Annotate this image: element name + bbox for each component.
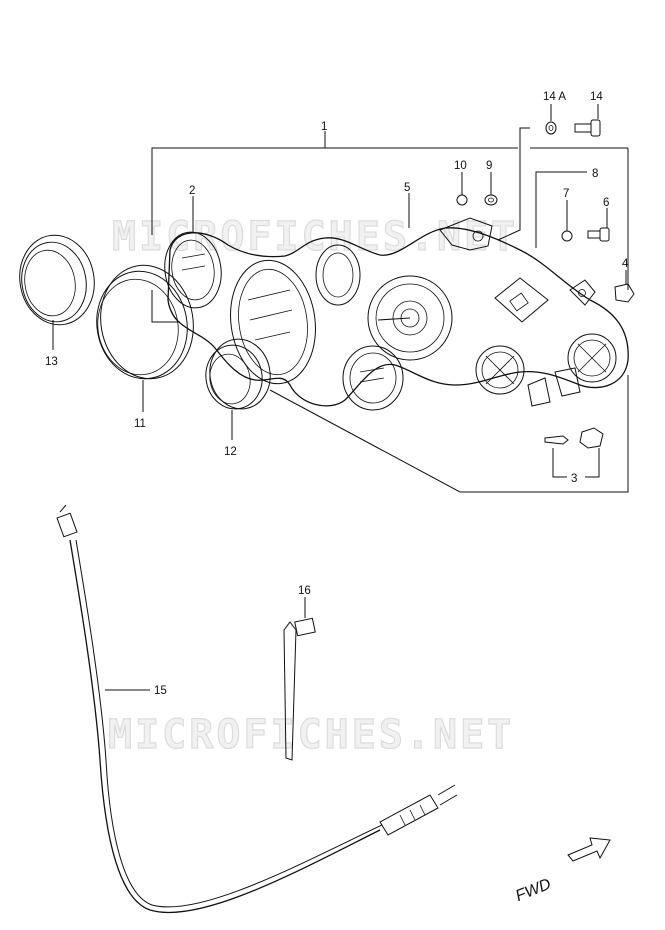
callout-7: 7 [563, 188, 569, 200]
watermark-top: MICROFICHES.NET [112, 214, 518, 260]
callout-13: 13 [45, 356, 58, 368]
callout-3: 3 [571, 473, 577, 485]
speedometer-cable-15 [56, 504, 458, 914]
callout-5: 5 [404, 182, 410, 194]
callout-10: 10 [454, 160, 467, 172]
washer-10 [456, 194, 468, 206]
callout-12: 12 [224, 446, 237, 458]
callout-14a: 14 A [543, 91, 566, 103]
callout-8: 8 [592, 168, 598, 180]
assembly-outline [151, 147, 629, 493]
callout-15: 15 [154, 685, 167, 697]
callout-6: 6 [603, 197, 609, 209]
arrow-icon [567, 837, 611, 862]
ring-12 [205, 338, 271, 410]
callout-16: 16 [298, 585, 311, 597]
cable-tie-16 [283, 617, 316, 761]
callout-4: 4 [622, 258, 629, 270]
grommet-4 [614, 283, 635, 303]
ring-11 [96, 264, 194, 380]
callout-1: 1 [321, 121, 327, 133]
leader-lines [52, 104, 627, 691]
bolt-14 [574, 119, 601, 137]
washer-14a [545, 121, 557, 135]
callout-11: 11 [134, 418, 146, 430]
fwd-label: FWD [513, 876, 554, 906]
callout-14: 14 [590, 91, 603, 103]
screw-6 [587, 227, 610, 242]
callout-2: 2 [189, 185, 195, 197]
washer-7 [561, 230, 573, 242]
callout-9: 9 [486, 160, 492, 172]
bulb-3 [544, 427, 604, 449]
watermark-bottom: MICROFICHES.NET [108, 712, 514, 758]
forward-indicator: FWD [513, 837, 611, 906]
meter-cluster [164, 217, 629, 411]
ring-13 [19, 234, 95, 326]
nut-9 [484, 194, 498, 206]
callout-labels: 1 2 3 4 5 6 7 8 9 10 11 12 13 14 14 A 15… [45, 91, 629, 697]
